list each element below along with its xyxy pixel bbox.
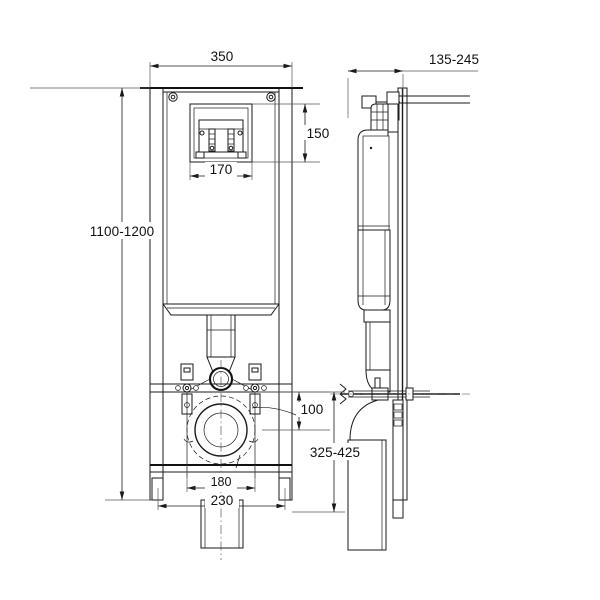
bolt-nut-upper-right	[261, 385, 267, 391]
dimension-label-180: 180	[211, 475, 232, 489]
side-flush-pipe	[365, 321, 391, 371]
side-cistern-inner	[362, 135, 390, 231]
side-frame-leg	[392, 399, 404, 519]
top-fixing-screw-left-core	[170, 94, 176, 100]
bolt-bracket-upper-right-slot	[251, 367, 259, 373]
actuator-screw-right	[237, 130, 243, 136]
dimtext-350-bg	[206, 48, 238, 63]
dimtext-1100-bg	[84, 222, 160, 239]
dimension-height-325-425: 325-425	[292, 391, 373, 513]
dimension-label-325-425: 325-425	[310, 445, 360, 460]
side-cistern-lower	[357, 229, 391, 311]
frame-upright-left	[149, 87, 164, 501]
flush-plate-assembly	[189, 103, 253, 163]
pan-connector-bore	[213, 371, 229, 387]
dimtext-325-bg	[297, 443, 373, 460]
side-foot	[392, 499, 404, 519]
dimension-depth-135-245: 135-245	[347, 50, 492, 118]
valve-elbow	[370, 103, 389, 133]
bolt-core-upper-left	[184, 385, 190, 391]
wc-outlet-lug-right	[248, 438, 259, 443]
pan-top-curve	[349, 399, 379, 441]
side-bolt-wing-nut	[339, 383, 347, 405]
dimension-label-1100-1200: 1100-1200	[90, 224, 154, 239]
push-rod-left	[208, 128, 216, 152]
dimtext-170-bg	[205, 162, 237, 177]
dimension-width-350: 350	[149, 48, 293, 88]
top-fixing-screws	[168, 92, 276, 102]
bolt-head-upper-left	[182, 383, 192, 393]
side-leg-notch-1	[393, 403, 403, 411]
push-rod-right	[227, 128, 235, 152]
flush-plate-clip-left	[195, 151, 205, 159]
dimension-label-150: 150	[307, 126, 330, 141]
bolt-washer-upper-left	[175, 385, 181, 391]
flush-plate-clip-right	[237, 151, 247, 159]
bolt-nut-upper-left	[193, 385, 199, 391]
side-top-valve-assembly	[361, 91, 470, 133]
wc-outlet-callout-leader	[251, 406, 297, 416]
dimension-width-230: 230	[157, 488, 286, 510]
dimension-height-1100-1200: 1100-1200	[30, 87, 160, 501]
side-leg-notch-3	[393, 419, 403, 427]
dimtext-135-bg	[416, 50, 492, 67]
side-leg-notch-2	[393, 411, 403, 419]
dimtext-100-bg	[296, 402, 328, 417]
top-fixing-screw-left	[168, 92, 178, 102]
side-cistern-body	[357, 129, 390, 231]
dimension-label-135-245: 135-245	[429, 52, 479, 67]
dimension-label-350: 350	[211, 49, 234, 64]
side-fixing-bolt-assembly	[330, 383, 470, 405]
push-rod-right-pin	[228, 145, 234, 151]
bolt-washer-upper-right	[243, 385, 249, 391]
dimension-label-170: 170	[210, 162, 233, 177]
side-cistern-mark	[369, 146, 373, 150]
dimension-label-100: 100	[301, 402, 324, 417]
wc-fixing-bolt-upper-left	[175, 363, 199, 393]
front-frame-uprights	[149, 87, 293, 501]
side-connector-section	[363, 309, 391, 393]
dimension-width-170: 170	[189, 162, 253, 180]
dimension-annotations: 350 150 170	[30, 48, 492, 513]
top-fixing-screw-right	[266, 92, 276, 102]
frame-foot-left	[151, 477, 164, 501]
dimtext-150-bg	[302, 125, 334, 140]
actuator-frame	[198, 119, 244, 153]
frame-foot-right	[278, 477, 291, 501]
bolt-bracket-upper-left-slot	[183, 367, 191, 373]
dimtext-230-bg	[205, 493, 239, 508]
dimension-height-100: 100	[255, 391, 330, 431]
top-fixing-screw-right-core	[268, 94, 274, 100]
wc-outlet-lug-left	[183, 438, 194, 443]
bolt-core-upper-right	[252, 385, 258, 391]
push-rod-left-pin	[209, 145, 215, 151]
dimension-width-180: 180	[186, 465, 256, 492]
dimension-height-150: 150	[252, 103, 334, 163]
side-connector-collar	[363, 309, 391, 323]
dimtext-180-bg	[205, 475, 237, 489]
dimension-label-230: 230	[211, 493, 234, 508]
side-bend-rib	[374, 377, 381, 389]
frame-upright-right	[278, 87, 293, 501]
actuator-screw-left	[199, 130, 205, 136]
flush-pipe	[206, 314, 236, 358]
bolt-head-upper-right	[250, 383, 260, 393]
valve-body-lower	[387, 103, 399, 133]
